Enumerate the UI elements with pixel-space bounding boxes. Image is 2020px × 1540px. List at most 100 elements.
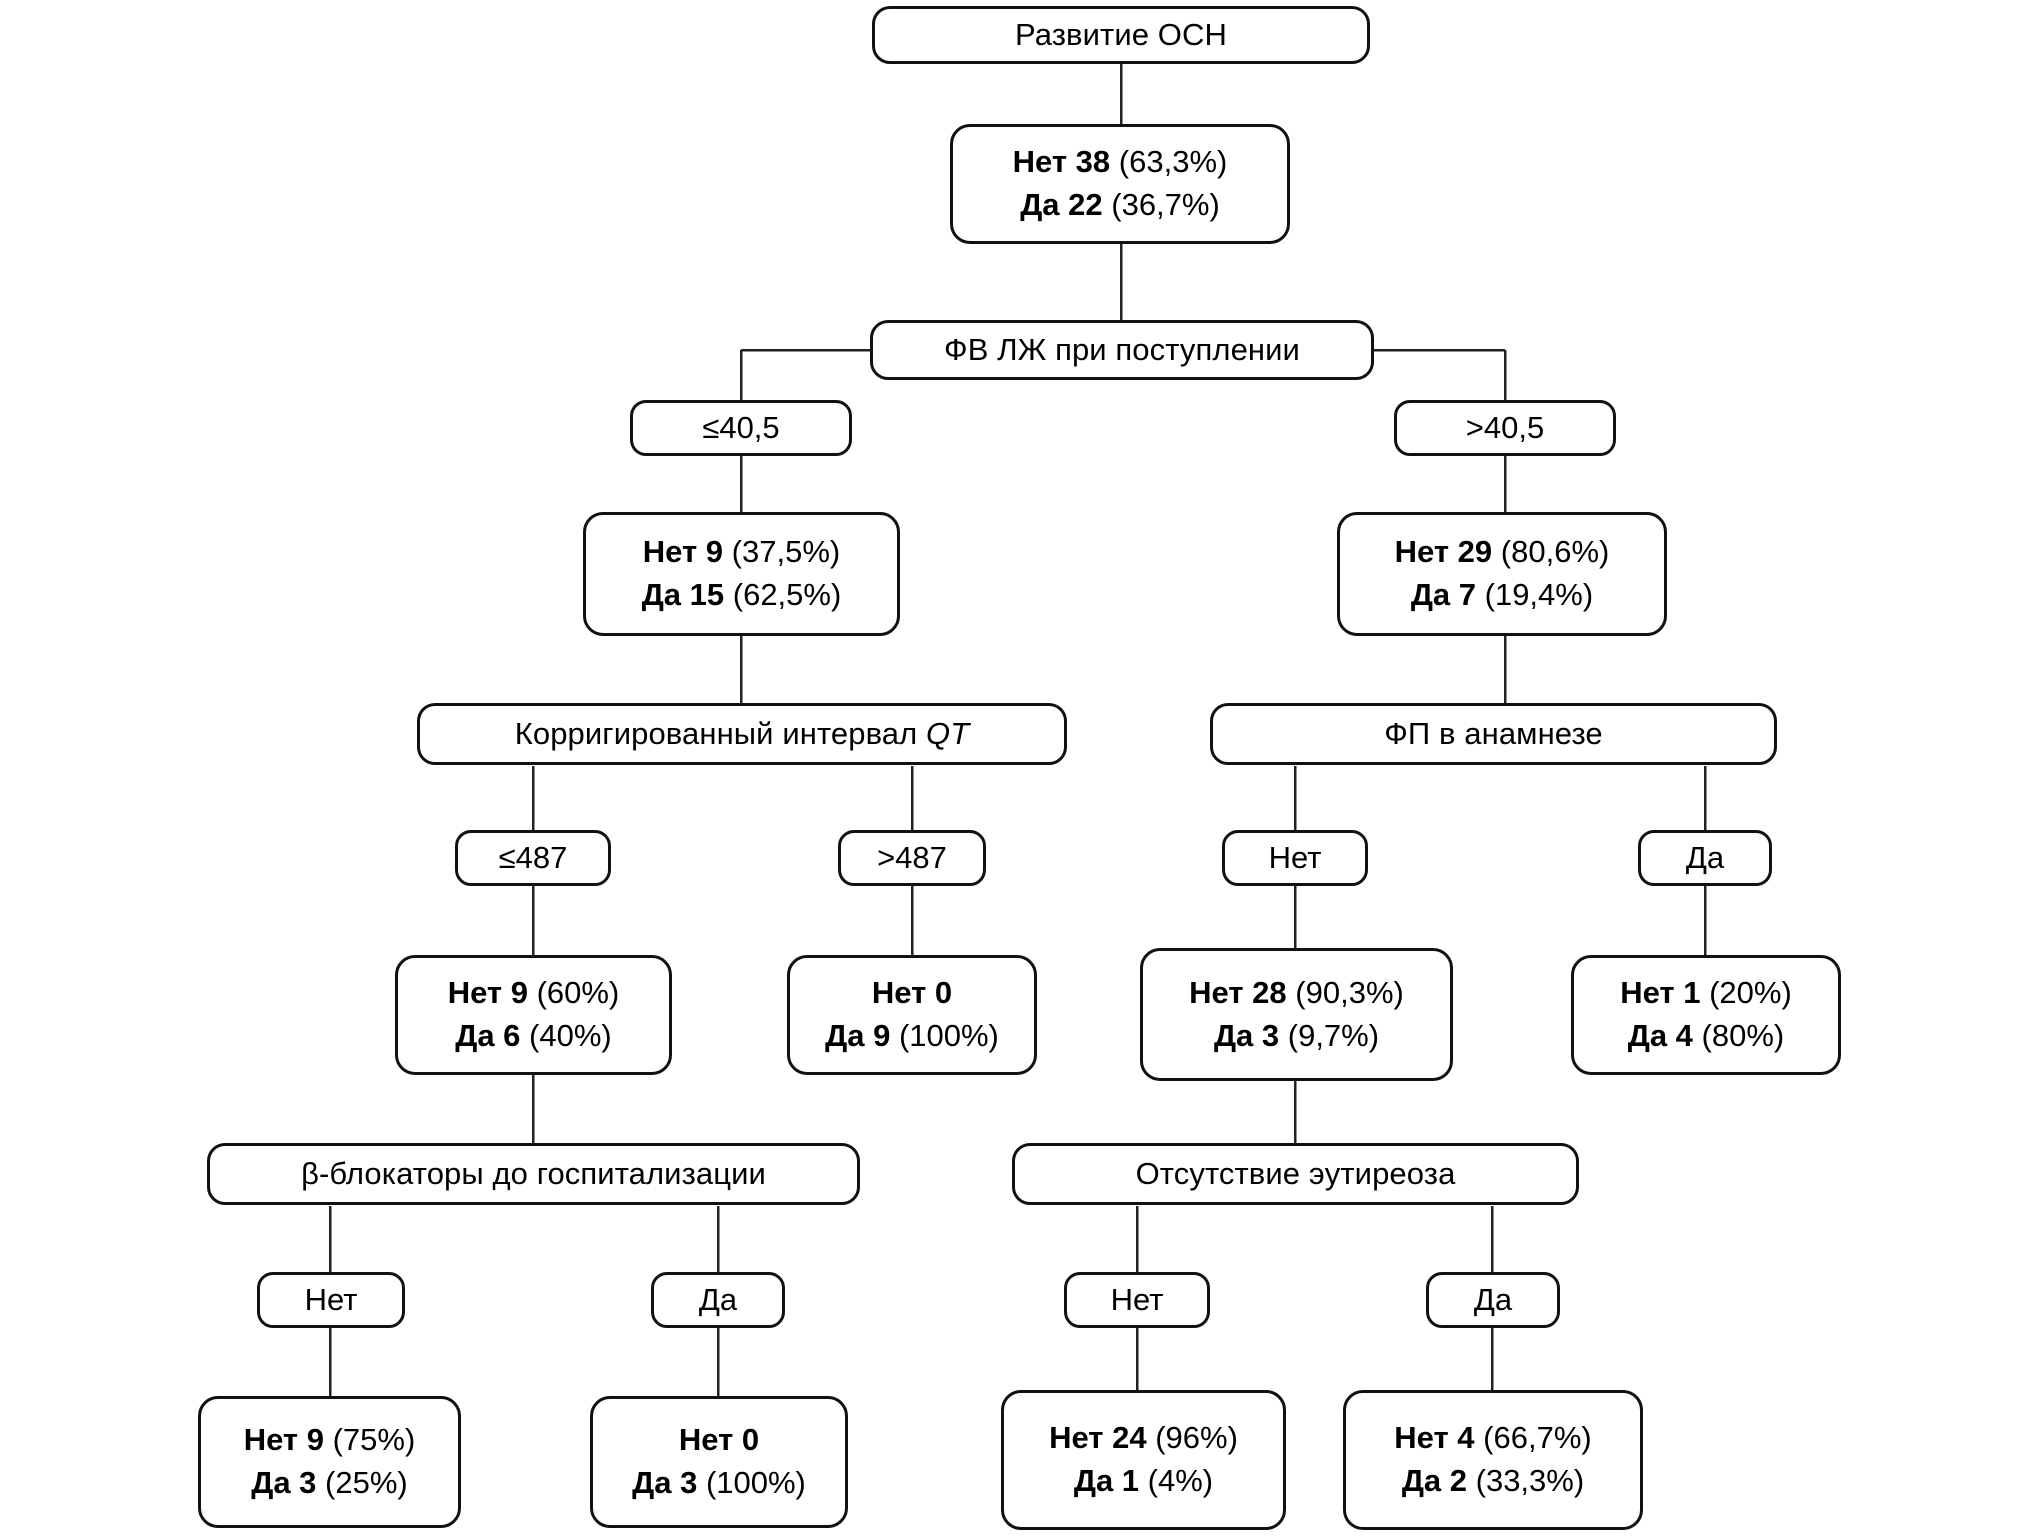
stat-no-pct: (75%) <box>332 1422 416 1458</box>
node-split-atrial-fibrillation-history[interactable]: ФП в анамнезе <box>1210 703 1777 765</box>
chip-bb-yes[interactable]: Да <box>651 1272 785 1328</box>
stat-no-count: Нет 0 <box>678 1422 760 1458</box>
chip-thyroid-no[interactable]: Нет <box>1064 1272 1210 1328</box>
stat-no-pct: (37,5%) <box>731 534 841 570</box>
node-stats-thyroid-no[interactable]: Нет 24 (96%) Да 1 (4%) <box>1001 1390 1286 1530</box>
stat-yes-pct: (19,4%) <box>1484 577 1594 612</box>
chip-bb-no-label: Нет <box>304 1281 358 1317</box>
chip-af-no[interactable]: Нет <box>1222 830 1368 886</box>
stat-line-no: Нет 29 (80,6%) <box>1395 531 1610 574</box>
stat-no-count: Нет 28 <box>1189 974 1287 1010</box>
stat-yes-pct: (80%) <box>1701 1018 1785 1053</box>
node-stats-bb-no[interactable]: Нет 9 (75%) Да 3 (25%) <box>198 1396 461 1528</box>
node-stats-af-yes[interactable]: Нет 1 (20%) Да 4 (80%) <box>1571 955 1841 1075</box>
chip-ef-le-label: ≤40,5 <box>702 409 780 445</box>
stat-no-pct: (96%) <box>1155 1420 1238 1456</box>
stat-line-yes: Да 2 (33,3%) <box>1402 1460 1584 1503</box>
stat-line-yes: Да 3 (9,7%) <box>1214 1015 1379 1058</box>
node-split-qt-label: Корригированный интервал QT <box>515 716 970 753</box>
node-split-qt-label-prefix: Корригированный интервал <box>514 715 927 751</box>
stat-yes-count: Да 9 <box>825 1018 891 1053</box>
node-split-qt-label-italic: QT <box>926 715 970 751</box>
chip-qt-gt-label: >487 <box>877 839 947 875</box>
node-split-bb-label: β-блокаторы до госпитализации <box>301 1155 766 1191</box>
node-root-label: Развитие ОСН <box>1015 16 1227 52</box>
node-stats-af-no[interactable]: Нет 28 (90,3%) Да 3 (9,7%) <box>1140 948 1453 1081</box>
node-split-thy-label: Отсутствие эутиреоза <box>1135 1155 1456 1191</box>
stat-line-no: Нет 38 (63,3%) <box>1013 141 1228 184</box>
stat-line-no: Нет 4 (66,7%) <box>1394 1417 1591 1460</box>
stat-no-pct: (63,3%) <box>1118 144 1228 180</box>
stat-yes-count: Да 4 <box>1627 1018 1693 1053</box>
chip-thyroid-yes-label: Да <box>1473 1281 1513 1317</box>
stat-line-no: Нет 24 (96%) <box>1049 1417 1238 1460</box>
stat-yes-count: Да 6 <box>455 1018 521 1053</box>
node-root-stats[interactable]: Нет 38 (63,3%) Да 22 (36,7%) <box>950 124 1290 244</box>
chip-af-yes[interactable]: Да <box>1638 830 1772 886</box>
stat-no-count: Нет 9 <box>642 534 724 570</box>
stat-yes-pct: (4%) <box>1147 1463 1214 1498</box>
stat-yes-pct: (25%) <box>325 1465 408 1500</box>
stat-yes-count: Да 3 <box>1213 1017 1280 1053</box>
stat-yes-count: Да 15 <box>641 577 725 612</box>
node-stats-thyroid-yes[interactable]: Нет 4 (66,7%) Да 2 (33,3%) <box>1343 1390 1643 1530</box>
stat-line-yes: Да 6 (40%) <box>455 1015 612 1058</box>
node-split-corrected-qt-interval[interactable]: Корригированный интервал QT <box>417 703 1067 765</box>
stat-line-yes: Да 3 (100%) <box>632 1462 806 1505</box>
stat-line-yes: Да 15 (62,5%) <box>642 574 842 617</box>
stat-line-yes: Да 4 (80%) <box>1628 1015 1785 1058</box>
chip-ef-gt-label: >40,5 <box>1465 409 1545 445</box>
stat-no-pct: (60%) <box>536 975 620 1011</box>
chip-qt-le-label: ≤487 <box>498 839 568 875</box>
stat-line-no: Нет 1 (20%) <box>1620 972 1792 1015</box>
node-stats-ef-low[interactable]: Нет 9 (37,5%) Да 15 (62,5%) <box>583 512 900 636</box>
chip-qt-gt-487[interactable]: >487 <box>838 830 986 886</box>
stat-line-yes: Да 1 (4%) <box>1074 1460 1213 1503</box>
stat-yes-count: Да 7 <box>1410 577 1476 612</box>
stat-line-no: Нет 9 (37,5%) <box>643 531 840 574</box>
stat-no-count: Нет 9 <box>447 975 528 1011</box>
stat-yes-pct: (36,7%) <box>1111 187 1220 222</box>
chip-ef-gt-40-5[interactable]: >40,5 <box>1394 400 1616 456</box>
chip-ef-le-40-5[interactable]: ≤40,5 <box>630 400 852 456</box>
chip-qt-le-487[interactable]: ≤487 <box>455 830 611 886</box>
stat-yes-count: Да 1 <box>1073 1463 1140 1498</box>
stat-no-count: Нет 0 <box>871 975 953 1011</box>
stat-yes-pct: (100%) <box>705 1465 806 1500</box>
stat-no-count: Нет 24 <box>1049 1420 1147 1456</box>
stat-line-no: Нет 28 (90,3%) <box>1189 972 1404 1015</box>
chip-af-no-label: Нет <box>1268 839 1322 875</box>
stat-yes-pct: (9,7%) <box>1287 1017 1380 1053</box>
chip-bb-yes-label: Да <box>698 1281 738 1317</box>
stat-no-pct: (20%) <box>1709 975 1792 1011</box>
stat-no-count: Нет 4 <box>1394 1420 1475 1456</box>
node-split-absence-of-euthyroidism[interactable]: Отсутствие эутиреоза <box>1012 1143 1579 1205</box>
stat-no-pct: (80,6%) <box>1500 534 1610 570</box>
node-split-beta-blockers-before-hospitalization[interactable]: β-блокаторы до госпитализации <box>207 1143 860 1205</box>
stat-line-yes: Да 9 (100%) <box>825 1015 999 1058</box>
node-stats-qt-low[interactable]: Нет 9 (60%) Да 6 (40%) <box>395 955 672 1075</box>
node-split-lv-ejection-fraction[interactable]: ФВ ЛЖ при поступлении <box>870 320 1374 380</box>
node-stats-qt-high[interactable]: Нет 0 Да 9 (100%) <box>787 955 1037 1075</box>
stat-no-pct: (66,7%) <box>1483 1420 1592 1456</box>
chip-bb-no[interactable]: Нет <box>257 1272 405 1328</box>
stat-yes-pct: (40%) <box>529 1018 612 1053</box>
stat-line-yes: Да 7 (19,4%) <box>1411 574 1593 617</box>
stat-yes-pct: (100%) <box>898 1018 999 1053</box>
stat-no-count: Нет 9 <box>243 1422 324 1458</box>
chip-thyroid-yes[interactable]: Да <box>1426 1272 1560 1328</box>
stat-line-yes: Да 3 (25%) <box>251 1462 408 1505</box>
stat-no-count: Нет 38 <box>1012 144 1111 180</box>
node-split-ef-label: ФВ ЛЖ при поступлении <box>944 331 1300 367</box>
node-stats-ef-high[interactable]: Нет 29 (80,6%) Да 7 (19,4%) <box>1337 512 1667 636</box>
stat-yes-count: Да 3 <box>632 1465 698 1500</box>
stat-line-no: Нет 0 <box>679 1419 759 1462</box>
chip-thyroid-no-label: Нет <box>1110 1281 1164 1317</box>
stat-yes-count: Да 22 <box>1020 187 1103 222</box>
node-root-development-ahf[interactable]: Развитие ОСН <box>872 6 1370 64</box>
node-split-af-label: ФП в анамнезе <box>1384 715 1603 751</box>
stat-no-pct: (90,3%) <box>1295 974 1404 1010</box>
stat-yes-pct: (62,5%) <box>732 577 842 612</box>
node-stats-bb-yes[interactable]: Нет 0 Да 3 (100%) <box>590 1396 848 1528</box>
